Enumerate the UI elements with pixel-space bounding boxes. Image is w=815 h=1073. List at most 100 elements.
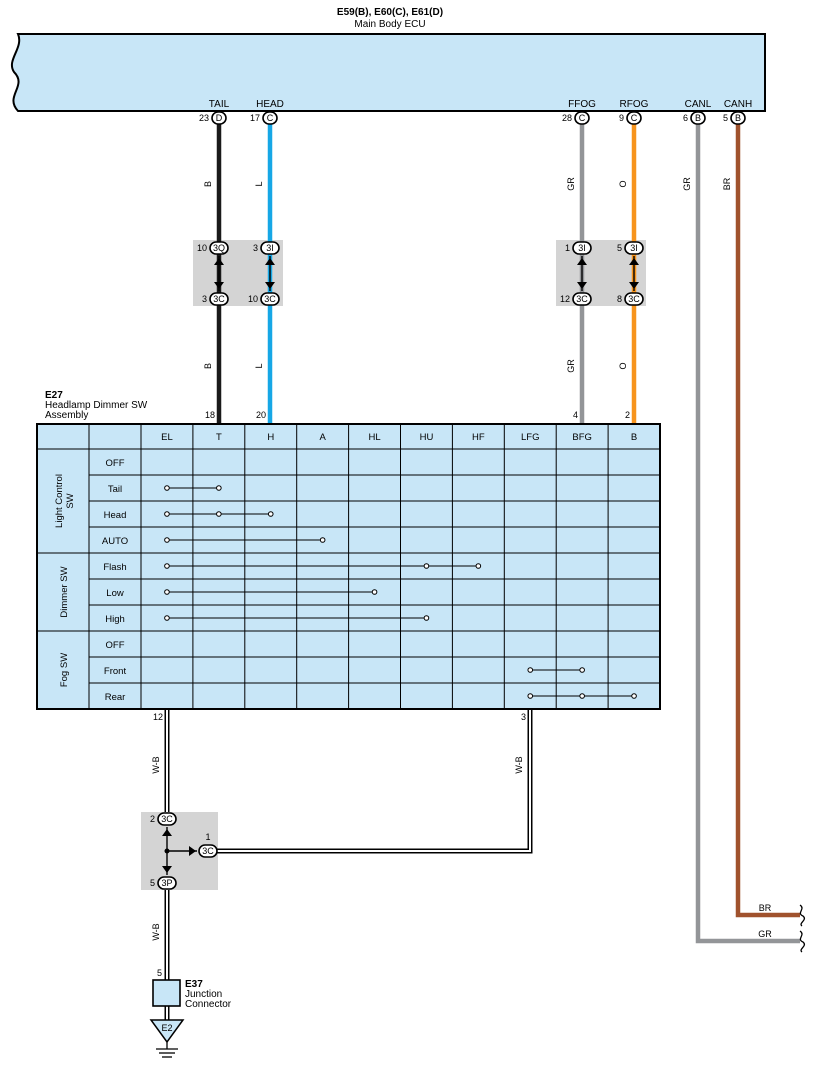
column-header-hf: HF xyxy=(472,432,485,443)
switch-table-border xyxy=(36,423,661,710)
row-label-rear: Rear xyxy=(105,692,126,703)
ecu-name: Main Body ECU xyxy=(354,19,425,30)
ecu-pin-num-canl: 6 xyxy=(683,113,688,123)
ecu-pin-canl: B 6 xyxy=(683,111,706,125)
ecu-pin-conn-rfog: C xyxy=(631,113,638,123)
ground-wires xyxy=(164,709,533,1020)
junction-ground: 3C 2 3C 1 3P 5 xyxy=(150,812,218,890)
ecu-pin-num-head: 17 xyxy=(250,113,260,123)
switch-pin-20: 20 xyxy=(256,410,266,420)
junction-ground-bot-num: 5 xyxy=(150,878,155,888)
junction-rfog-top-num: 5 xyxy=(617,243,622,253)
ecu-pin-label-tail: TAIL xyxy=(209,99,230,110)
ecu-pin-head: C 17 xyxy=(250,111,278,125)
table-connections xyxy=(164,485,637,699)
ecu-pin-label-ffog: FFOG xyxy=(568,99,596,110)
wire-code-canh: BR xyxy=(722,177,732,190)
junction-ground-top-num: 2 xyxy=(150,814,155,824)
ground-label: E2 xyxy=(161,1023,172,1033)
ecu-pin-conn-canh: B xyxy=(735,113,741,123)
column-header-h: H xyxy=(267,432,274,443)
connection-high xyxy=(164,615,430,621)
ecu-pin-ffog: C 28 xyxy=(562,111,590,125)
junction-ffog-bot-num: 12 xyxy=(560,294,570,304)
group-label-2: Fog SW xyxy=(59,653,70,687)
ecu-connectors: E59(B), E60(C), E61(D) xyxy=(337,7,443,18)
column-header-lfg: LFG xyxy=(521,432,539,443)
switch-pin-2: 2 xyxy=(625,410,630,420)
wire-code-ffog-lower: GR xyxy=(566,359,576,373)
ecu-pin-conn-head: C xyxy=(267,113,274,123)
wire-code-tail-upper: B xyxy=(203,181,213,187)
column-header-b: B xyxy=(631,432,637,443)
ecu-pin-label-canl: CANL xyxy=(685,99,712,110)
junction-tail-bot-conn: 3C xyxy=(213,294,225,304)
junction-head-bot-num: 10 xyxy=(248,294,258,304)
column-header-el: EL xyxy=(161,432,173,443)
ecu-pin-num-ffog: 28 xyxy=(562,113,572,123)
ecu-pin-num-tail: 23 xyxy=(199,113,209,123)
ecu-pin-num-rfog: 9 xyxy=(619,113,624,123)
break-mark-canl xyxy=(799,930,806,953)
group-label-0: Light ControlSW xyxy=(54,474,76,528)
junction-tail-top-num: 10 xyxy=(197,243,207,253)
ecu-pin-label-canh: CANH xyxy=(724,99,752,110)
switch-pin-12: 12 xyxy=(153,712,163,722)
ecu-box xyxy=(11,33,766,112)
junction-connector-line2: Connector xyxy=(185,999,232,1010)
junction-rfog-bot-conn: 3C xyxy=(628,294,640,304)
ecu-pin-canh: B 5 xyxy=(723,111,746,125)
row-label-off: OFF xyxy=(106,458,125,469)
ecu-pin-num-canh: 5 xyxy=(723,113,728,123)
junction-ground-top-conn: 3C xyxy=(161,814,173,824)
row-label-head: Head xyxy=(104,510,127,521)
junction-connector-id: E37 xyxy=(185,979,203,990)
connection-auto xyxy=(164,537,326,543)
junction-head-bot-conn: 3C xyxy=(264,294,276,304)
junction-connector-box xyxy=(152,979,181,1007)
wire-gnd-3 xyxy=(217,709,533,854)
row-label-flash: Flash xyxy=(103,562,126,573)
junction-ffog-bot-conn: 3C xyxy=(576,294,588,304)
row-label-off: OFF xyxy=(106,640,125,651)
row-label-auto: AUTO xyxy=(102,536,128,547)
row-label-low: Low xyxy=(106,588,124,599)
junction-tail-bot-num: 3 xyxy=(202,294,207,304)
bottom-label-gr: GR xyxy=(758,929,772,939)
switch-id: E27 xyxy=(45,390,63,401)
wire-code-gnd-3: W-B xyxy=(514,756,524,773)
wire-code-tail-lower: B xyxy=(203,363,213,369)
switch-name-line1: Headlamp Dimmer SW xyxy=(45,400,148,411)
wire-canh xyxy=(735,124,800,918)
junction-ffog: 3I 1 3C 12 xyxy=(560,241,592,306)
wire-code-canl: GR xyxy=(682,177,692,191)
column-header-bfg: BFG xyxy=(572,432,592,443)
junction-tail-top-conn: 3Q xyxy=(213,243,225,253)
break-mark-canh xyxy=(799,904,806,927)
wire-code-gnd-down: W-B xyxy=(151,923,161,940)
ecu-pin-tail: D 23 xyxy=(199,111,227,125)
switch-name-line2: Assembly xyxy=(45,410,88,421)
bottom-label-br: BR xyxy=(759,903,772,913)
junction-rfog: 3I 5 3C 8 xyxy=(617,241,644,306)
wire-code-rfog-lower: O xyxy=(618,362,628,369)
connection-low xyxy=(164,589,378,595)
switch-pin-4: 4 xyxy=(573,410,578,420)
row-label-high: High xyxy=(105,614,125,625)
table-gridlines xyxy=(37,424,660,709)
junction-ffog-top-num: 1 xyxy=(565,243,570,253)
junction-ground-side-conn: 3C xyxy=(202,846,214,856)
ecu-pin-conn-canl: B xyxy=(695,113,701,123)
ecu-pin-label-head: HEAD xyxy=(256,99,284,110)
switch-pin-3: 3 xyxy=(521,712,526,722)
junction-head-top-num: 3 xyxy=(253,243,258,253)
ecu-pin-conn-tail: D xyxy=(216,113,223,123)
ecu-pin-rfog: C 9 xyxy=(619,111,642,125)
row-label-tail: Tail xyxy=(108,484,122,495)
wire-code-rfog-upper: O xyxy=(618,180,628,187)
junction-ground-bot-conn: 3P xyxy=(161,878,172,888)
column-header-a: A xyxy=(319,432,326,443)
